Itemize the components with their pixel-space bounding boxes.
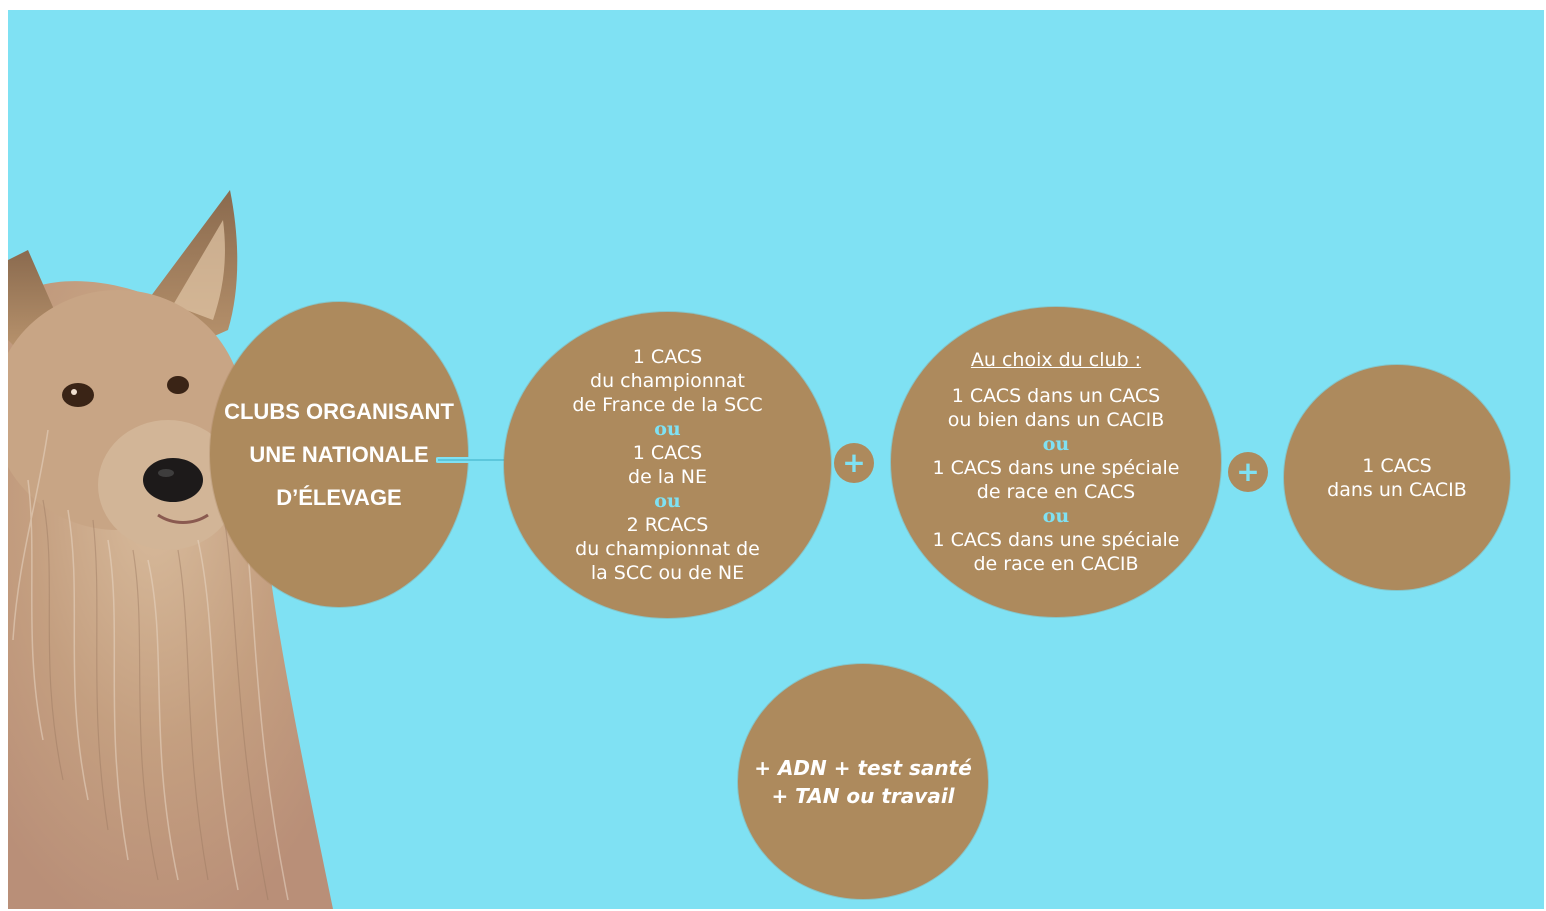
plus-icon: + xyxy=(1228,452,1268,492)
plus-icon: + xyxy=(834,443,874,483)
option-1a-line-2: du championnat xyxy=(590,370,745,392)
option-2b-line-2: de race en CACS xyxy=(976,481,1136,503)
final-line-1: 1 CACS xyxy=(1362,454,1432,477)
option-1c-line-3: la SCC ou de NE xyxy=(590,562,745,584)
final-requirement-circle: 1 CACS dans un CACIB xyxy=(1284,365,1510,590)
club-choice-heading: Au choix du club : xyxy=(970,349,1142,371)
option-1a-line-1: 1 CACS xyxy=(632,346,703,368)
extras-line-1: + ADN + test santé xyxy=(754,755,972,780)
extras-circle: + ADN + test santé + TAN ou travail xyxy=(738,664,988,899)
clubs-line-1: CLUBS ORGANISANT xyxy=(224,399,454,424)
clubs-circle: CLUBS ORGANISANT UNE NATIONALE D’ÉLEVAGE xyxy=(210,302,468,607)
option-1b-line-1: 1 CACS xyxy=(632,442,703,464)
option-2c-line-1: 1 CACS dans une spéciale xyxy=(932,529,1180,551)
option-group-2-circle: Au choix du club : 1 CACS dans un CACS o… xyxy=(891,307,1221,617)
option-2b-line-1: 1 CACS dans une spéciale xyxy=(932,457,1180,479)
diagram-canvas: CLUBS ORGANISANT UNE NATIONALE D’ÉLEVAGE… xyxy=(8,10,1544,909)
extras-line-2: + TAN ou travail xyxy=(771,783,955,808)
clubs-line-3: D’ÉLEVAGE xyxy=(276,485,402,510)
option-1c-line-2: du championnat de xyxy=(575,538,760,560)
or-label: ou xyxy=(1042,433,1070,455)
option-group-1-circle: 1 CACS du championnat de France de la SC… xyxy=(504,312,831,618)
option-2a-line-1: 1 CACS dans un CACS xyxy=(951,385,1161,407)
or-label: ou xyxy=(654,418,681,440)
option-1c-line-1: 2 RCACS xyxy=(626,514,709,536)
clubs-line-2: UNE NATIONALE xyxy=(249,442,429,467)
option-2a-line-2: ou bien dans un CACIB xyxy=(947,409,1165,431)
final-line-2: dans un CACIB xyxy=(1327,478,1467,501)
option-1a-line-3: de France de la SCC xyxy=(572,394,763,416)
or-label: ou xyxy=(654,490,681,512)
option-2c-line-2: de race en CACIB xyxy=(973,553,1139,575)
or-label: ou xyxy=(1042,505,1070,527)
option-1b-line-2: de la NE xyxy=(628,466,707,488)
